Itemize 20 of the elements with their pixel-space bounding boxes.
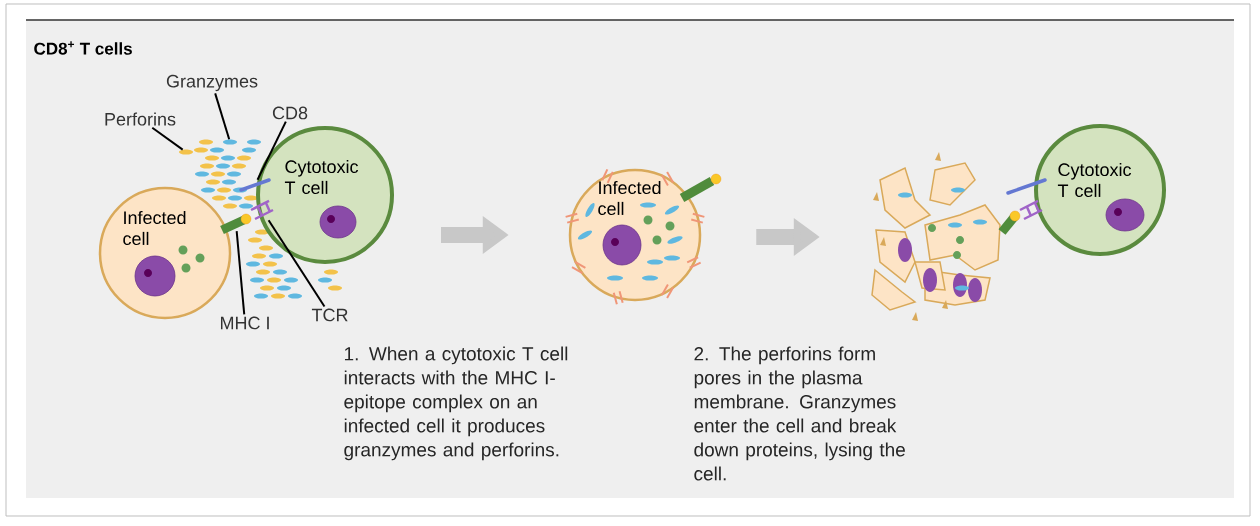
tcr-receptor (249, 199, 275, 221)
mhc-molecule (220, 213, 252, 235)
panel-title: CD8$^{+}$ T cells (34, 41, 132, 55)
granzyme-granule (223, 139, 237, 145)
lysed-cell-drawing (871, 152, 1001, 321)
part-label: TCR (311, 308, 348, 322)
leader-line (151, 126, 184, 151)
leader-line (214, 92, 231, 141)
step-caption: 2. The perforins form pores in the plasma membrane. Granzymes enter the cell and break down proteins, lysing the cell. (694, 346, 905, 481)
perforin-granule (179, 149, 193, 155)
t-cell: Cytotoxic T cell (256, 126, 394, 264)
part-label: Perforins (105, 112, 176, 126)
step-caption: 1. When a cytotoxic T cell interacts with the MHC I-epitope complex on an infected cell it produces granzymes and perforins. (344, 346, 568, 461)
cd8-receptor (239, 178, 271, 192)
part-label: Granzymes (166, 74, 258, 92)
leader-line (267, 219, 326, 308)
leader-line (235, 230, 246, 316)
leader-line (256, 120, 287, 181)
t-cell: Cytotoxic T cell (1034, 124, 1166, 256)
part-label: CD8 (272, 106, 308, 120)
